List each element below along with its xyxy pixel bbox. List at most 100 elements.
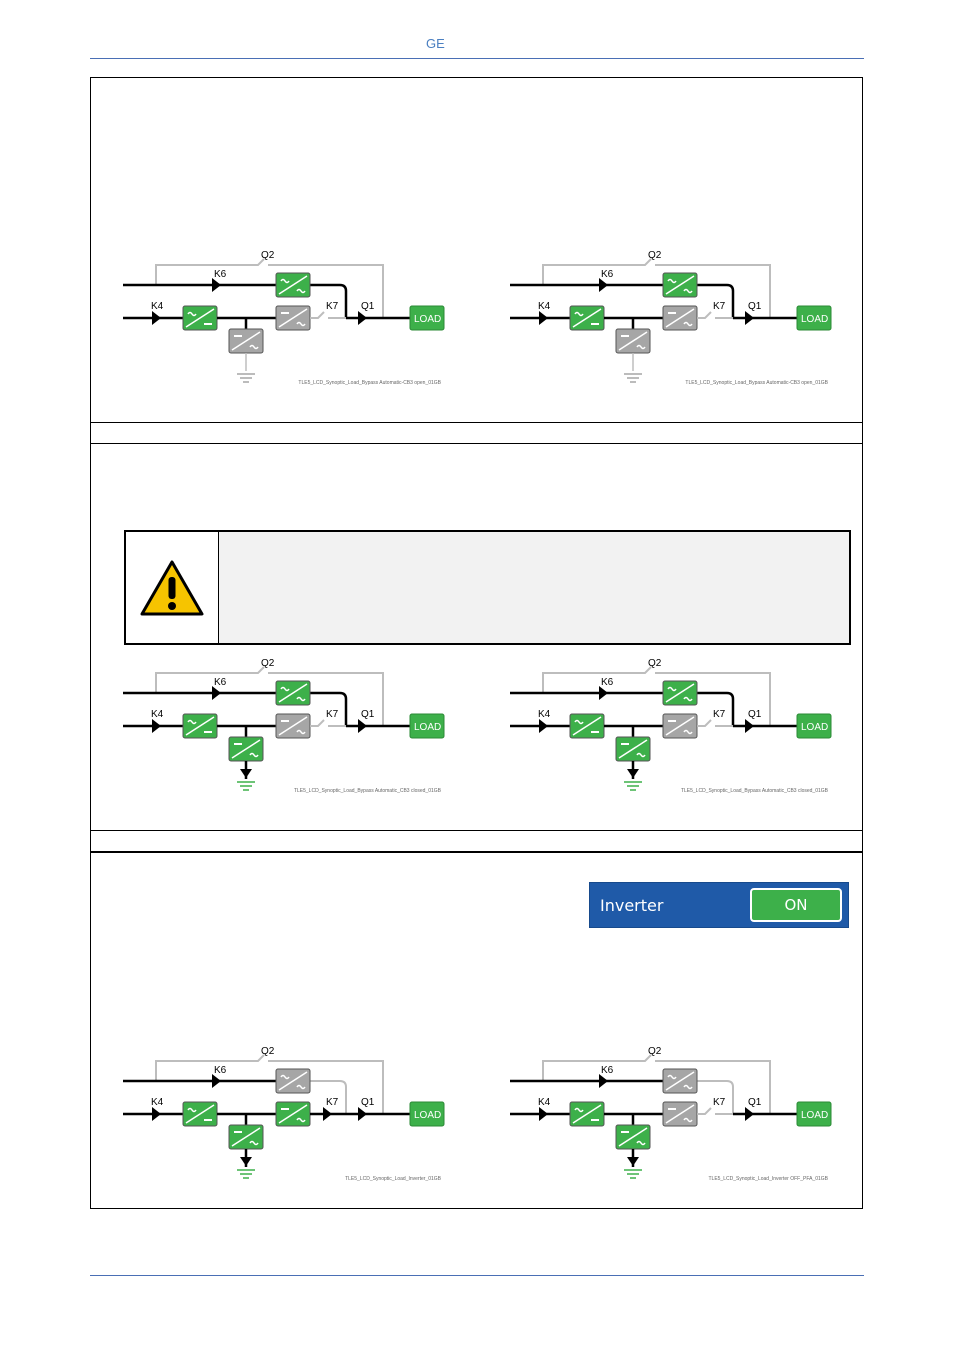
bypass-output-line [696, 691, 735, 726]
label-q2: Q2 [261, 250, 275, 261]
k6-arrow [599, 686, 608, 700]
bypass-output-line [309, 283, 348, 318]
rectifier-converter [182, 305, 218, 331]
k4-arrow [539, 311, 548, 325]
ground-symbol [237, 781, 255, 791]
inverter-control: Inverter ON [589, 882, 849, 928]
q2-line-left [155, 258, 265, 285]
label-k4: K4 [151, 301, 164, 312]
k4-arrow [152, 719, 161, 733]
k4-arrow [539, 1107, 548, 1121]
ground-symbol [624, 781, 642, 791]
bypass-output-line [309, 691, 348, 726]
q2-line-right [268, 1060, 384, 1114]
label-k4: K4 [538, 1097, 551, 1108]
inverter-converter [275, 713, 311, 739]
q2-line-left [542, 258, 652, 285]
label-q1: Q1 [748, 709, 762, 720]
load-label: LOAD [801, 722, 828, 733]
battery-arrow [240, 769, 252, 778]
q1-arrow [358, 719, 367, 733]
battery-arrow [627, 769, 639, 778]
q2-line-right [268, 264, 384, 318]
static-switch-converter [275, 272, 311, 298]
rectifier-converter [569, 1101, 605, 1127]
warning-triangle-icon [140, 560, 204, 615]
label-k6: K6 [601, 269, 614, 280]
k4-arrow [152, 1107, 161, 1121]
label-k7: K7 [713, 301, 726, 312]
inverter-converter [662, 713, 698, 739]
k7-open-switch [310, 719, 325, 727]
load-label: LOAD [414, 314, 441, 325]
label-k6: K6 [214, 269, 227, 280]
static-switch-converter [275, 1068, 311, 1094]
diagram-caption: TLE5_LCD_Synoptic_Load_Bypass Automatic_… [681, 788, 829, 794]
footer-rule [90, 1275, 864, 1276]
label-k7: K7 [713, 709, 726, 720]
label-k6: K6 [214, 1065, 227, 1076]
panel-inverter [90, 852, 863, 1209]
k7-open-switch [697, 311, 712, 319]
label-k7: K7 [326, 1097, 339, 1108]
k7-open-switch [697, 719, 712, 727]
label-k4: K4 [538, 301, 551, 312]
label-q1: Q1 [748, 1097, 762, 1108]
battery-converter [615, 328, 651, 354]
bypass-output-line [309, 1080, 347, 1114]
q2-line-right [655, 672, 771, 726]
inverter-on-button[interactable]: ON [750, 888, 842, 922]
ground-symbol [237, 373, 255, 383]
ground-symbol [237, 1169, 255, 1179]
rectifier-converter [569, 305, 605, 331]
rectifier-converter [569, 713, 605, 739]
diagram-caption: TLE5_LCD_Synoptic_Load_Inverter_01GB [345, 1176, 442, 1182]
q2-line-right [655, 264, 771, 318]
k6-arrow [599, 278, 608, 292]
panel-strip-1 [90, 423, 863, 444]
label-k7: K7 [326, 301, 339, 312]
battery-arrow [240, 1157, 252, 1166]
inverter-converter [662, 305, 698, 331]
label-q2: Q2 [261, 1046, 275, 1057]
diagram-caption: TLE5_LCD_Synoptic_Load_Bypass Automatic-… [685, 380, 828, 386]
label-q2: Q2 [261, 658, 275, 669]
q1-arrow [745, 311, 754, 325]
label-q1: Q1 [361, 709, 375, 720]
inverter-converter [662, 1101, 698, 1127]
load-box [796, 305, 832, 331]
q2-line-right [655, 1060, 771, 1114]
k7-open-switch [697, 1107, 712, 1115]
k7-arrow [323, 1107, 332, 1121]
bypass-output-line [696, 1080, 734, 1114]
battery-converter [228, 328, 264, 354]
q2-line-left [155, 666, 265, 693]
ground-symbol [624, 1169, 642, 1179]
inverter-converter [275, 305, 311, 331]
static-switch-converter [662, 680, 698, 706]
diagram-caption: TLE5_LCD_Synoptic_Load_Bypass Automatic_… [294, 788, 442, 794]
battery-arrow [627, 1157, 639, 1166]
label-k6: K6 [214, 677, 227, 688]
battery-converter [615, 1124, 651, 1150]
label-q1: Q1 [361, 1097, 375, 1108]
load-label: LOAD [414, 1110, 441, 1121]
label-q2: Q2 [648, 658, 662, 669]
load-label: LOAD [414, 722, 441, 733]
label-k4: K4 [151, 1097, 164, 1108]
label-k6: K6 [601, 1065, 614, 1076]
static-switch-converter [662, 1068, 698, 1094]
load-box [796, 713, 832, 739]
header-brand: GE [426, 36, 445, 51]
panel-bypass-cb3-open [90, 77, 863, 423]
k4-arrow [539, 719, 548, 733]
label-k7: K7 [713, 1097, 726, 1108]
k6-arrow [212, 1074, 221, 1088]
panel-bypass-cb3-closed [90, 443, 863, 831]
load-box [409, 1101, 445, 1127]
warning-box [124, 530, 851, 645]
k7-open-switch [310, 311, 325, 319]
